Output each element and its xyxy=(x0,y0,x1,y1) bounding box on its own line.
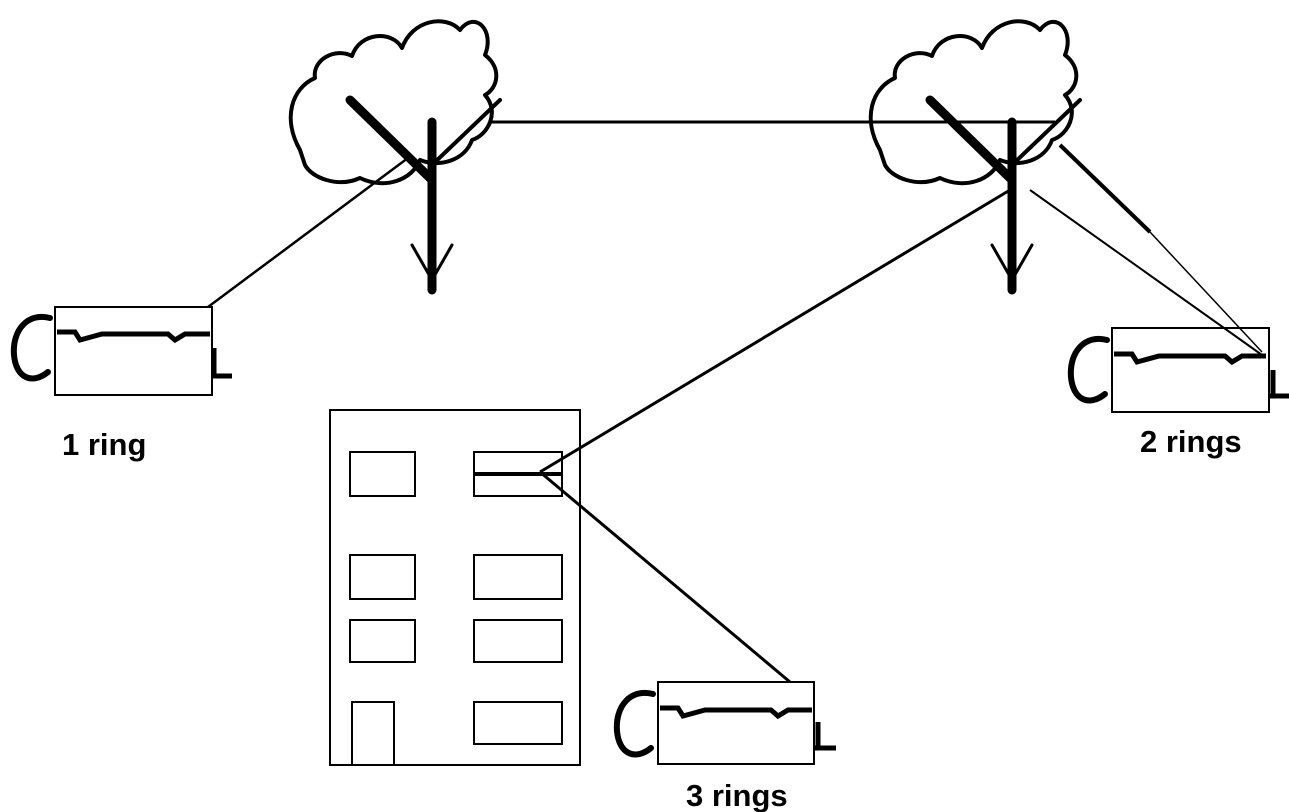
telephone-icon xyxy=(613,681,836,765)
cloud-icon xyxy=(288,19,499,186)
building-window xyxy=(349,619,416,663)
phone-left: 1 ring xyxy=(10,306,232,462)
antenna-icon xyxy=(345,95,502,295)
phone-right: 2 rings xyxy=(1067,327,1289,459)
phone-bottom: 3 rings xyxy=(613,681,836,812)
link-cloud-left-to-phone-left xyxy=(207,153,413,309)
phone-bottom-label: 3 rings xyxy=(686,778,788,812)
link-building-to-phone-bottom xyxy=(539,470,791,684)
phone-right-label: 2 rings xyxy=(1140,424,1242,459)
building-window xyxy=(473,554,563,600)
phone-left-label: 1 ring xyxy=(62,427,146,462)
building-window xyxy=(473,619,563,663)
building-window xyxy=(349,554,416,600)
link-cloud-right-to-building xyxy=(539,188,1011,474)
building-icon xyxy=(329,409,581,766)
link-cloud-right-to-phone-right-b xyxy=(1058,143,1152,234)
cloud-icon xyxy=(868,19,1079,186)
building-door xyxy=(351,701,395,766)
link-cloud-right-to-phone-right-c xyxy=(1149,231,1263,353)
telephone-icon xyxy=(1067,327,1289,413)
cloud-left xyxy=(288,19,502,295)
building-window xyxy=(349,451,416,497)
building-window xyxy=(473,701,563,745)
building xyxy=(329,409,581,766)
antenna-icon xyxy=(925,95,1082,295)
telephone-icon xyxy=(10,306,232,396)
cloud-right xyxy=(868,19,1082,295)
link-cloud-right-to-phone-right-a xyxy=(1029,189,1263,356)
connection-lines xyxy=(207,120,1263,684)
